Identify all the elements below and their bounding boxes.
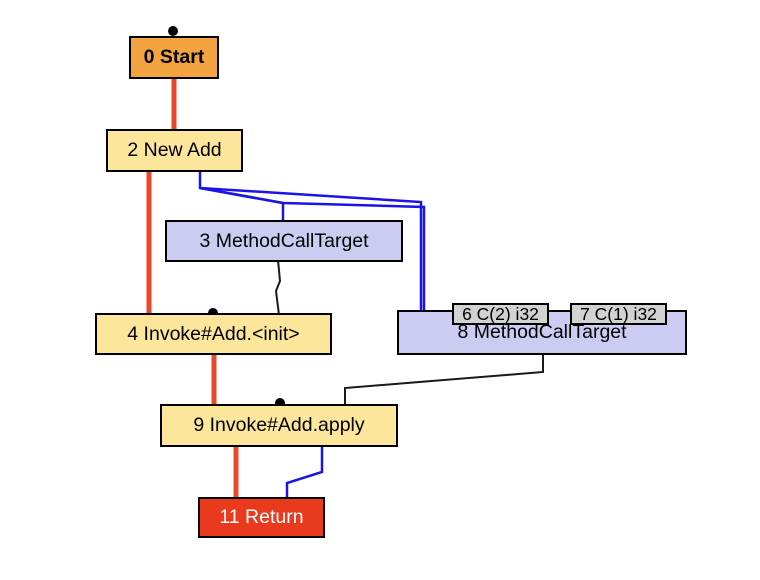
node-0-start-label: 0 Start xyxy=(143,46,205,68)
node-3-method-call-target-label: 3 MethodCallTarget xyxy=(199,229,369,252)
node-4-invoke-add-init[interactable]: 4 Invoke#Add.<init> xyxy=(95,313,332,355)
edge-mct3-to-invoke-init xyxy=(274,259,282,316)
node-7-constant-1-i32[interactable]: 7 C(1) i32 xyxy=(570,303,667,325)
node-2-new-add[interactable]: 2 New Add xyxy=(106,129,243,172)
node-6-constant-2-i32-label: 6 C(2) i32 xyxy=(462,303,539,324)
node-2-new-add-label: 2 New Add xyxy=(127,139,222,161)
node-11-return[interactable]: 11 Return xyxy=(198,497,325,538)
node-6-constant-2-i32[interactable]: 6 C(2) i32 xyxy=(452,303,549,325)
node-11-return-label: 11 Return xyxy=(219,506,304,528)
edge-newadd-to-mct8-b xyxy=(199,186,426,312)
node-4-invoke-add-init-label: 4 Invoke#Add.<init> xyxy=(127,322,300,345)
edge-newadd-to-mct8-a xyxy=(199,186,423,312)
node-0-start[interactable]: 0 Start xyxy=(129,36,219,79)
edge-invoke-apply-to-return-data xyxy=(285,445,324,499)
node-9-invoke-add-apply[interactable]: 9 Invoke#Add.apply xyxy=(160,404,398,447)
node-7-constant-1-i32-label: 7 C(1) i32 xyxy=(580,303,657,324)
node-9-invoke-add-apply-label: 9 Invoke#Add.apply xyxy=(193,414,365,436)
input-dot-start xyxy=(168,26,178,36)
node-3-method-call-target[interactable]: 3 MethodCallTarget xyxy=(165,220,403,262)
edge-mct8-to-invoke-apply xyxy=(344,353,544,406)
